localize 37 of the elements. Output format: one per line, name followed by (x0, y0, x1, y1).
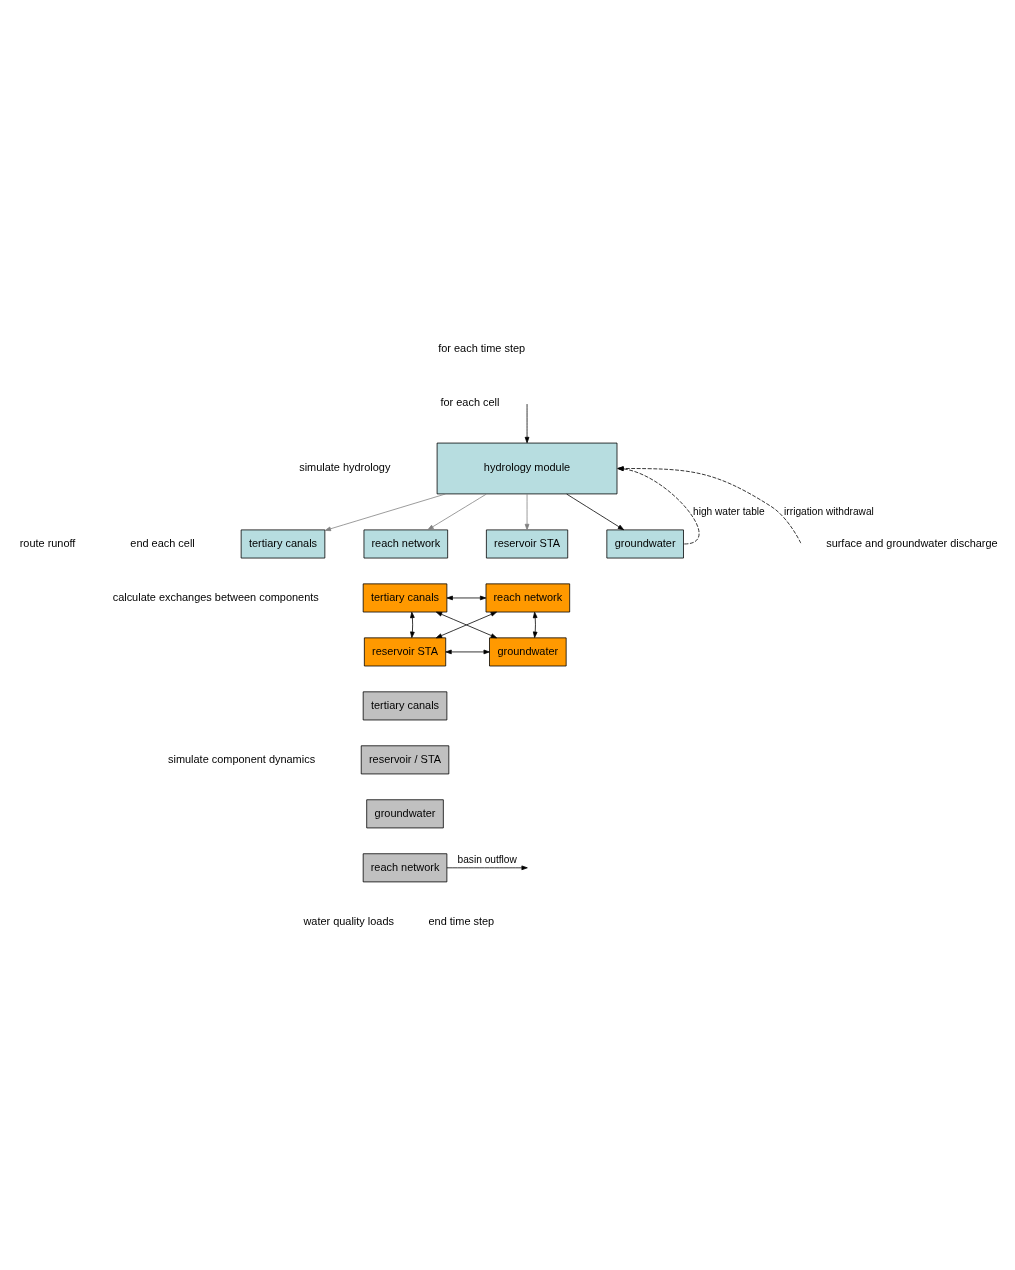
label: calculate exchanges between components (112, 590, 319, 603)
node-box: reservoir STA (486, 529, 569, 558)
arrow (324, 493, 446, 531)
arrow (427, 493, 487, 530)
node-box: groundwater (489, 636, 567, 666)
node-box: tertiary canals (362, 583, 448, 612)
arrow (532, 611, 538, 638)
label: for each cell (440, 395, 500, 408)
arrow (435, 611, 497, 638)
node-box: tertiary canals (362, 690, 448, 720)
node-box: hydrology module (436, 442, 618, 494)
arrow (410, 611, 415, 638)
arrow (446, 865, 528, 870)
edge-label: high water table (693, 505, 765, 517)
label: end time step (428, 914, 495, 927)
edge-label: irrigation withdrawal (784, 505, 874, 517)
arrow (566, 493, 625, 530)
label: simulate component dynamics (167, 752, 316, 765)
node-box: reach network (362, 852, 448, 882)
arrow (446, 595, 487, 600)
node-box: reservoir / STA (360, 744, 450, 774)
label: route runoff (19, 536, 76, 549)
node-box: reservoir STA (363, 636, 447, 666)
node-box: groundwater (366, 798, 444, 828)
label: surface and groundwater discharge (826, 536, 998, 549)
node-box: tertiary canals (240, 529, 326, 558)
node-box: groundwater (606, 529, 684, 558)
arrow (445, 649, 490, 654)
edge-label: basin outflow (457, 853, 517, 865)
node-box: reach network (363, 529, 449, 558)
node-box: reach network (485, 583, 571, 612)
label: water quality loads (303, 914, 395, 927)
arrow (524, 493, 530, 530)
label: for each time step (438, 341, 526, 354)
arrow (524, 403, 530, 443)
label: end each cell (130, 536, 195, 549)
label: simulate hydrology (299, 460, 391, 473)
